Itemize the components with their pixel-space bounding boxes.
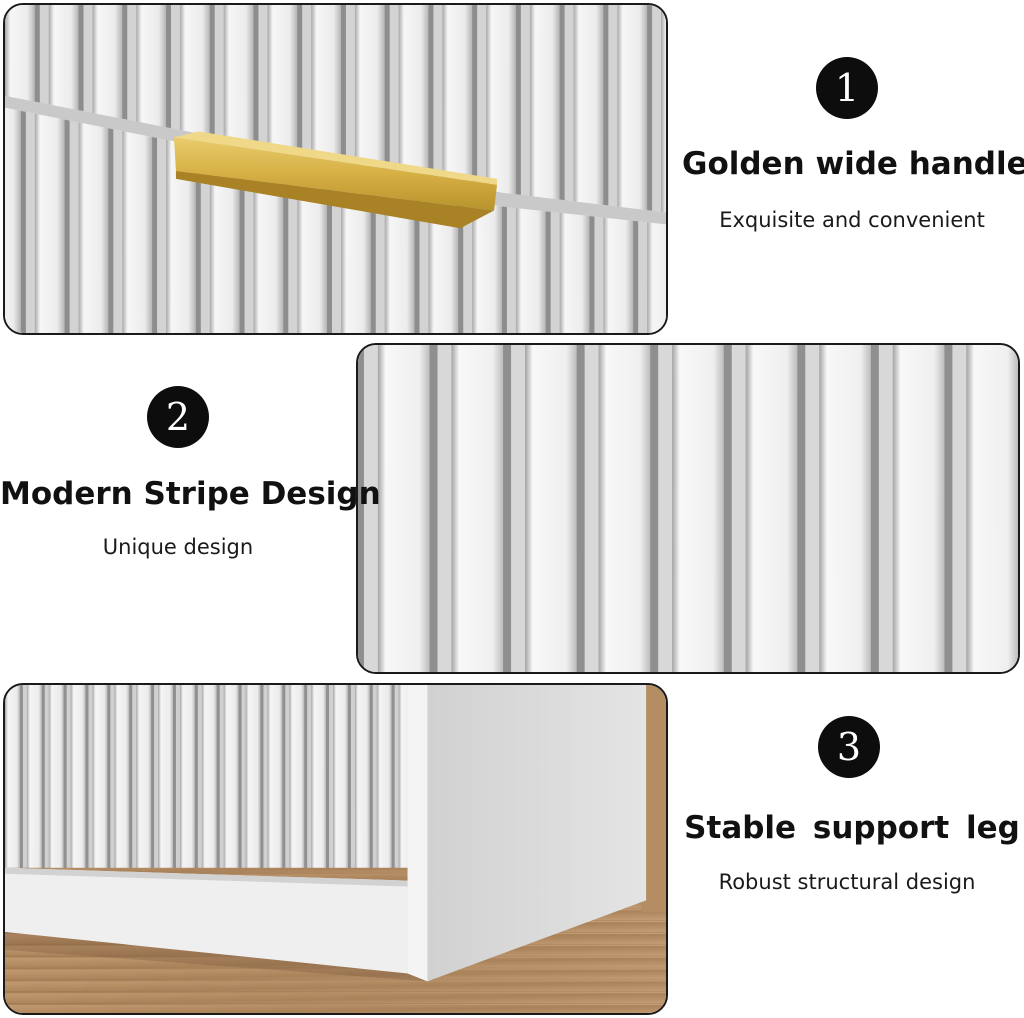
support-leg-closeup-image bbox=[3, 683, 668, 1015]
feature-subtitle-1: Exquisite and convenient bbox=[719, 208, 985, 232]
feature-number-badge-1: 1 bbox=[816, 57, 878, 119]
feature-subtitle-2: Unique design bbox=[102, 535, 254, 559]
feature-number-badge-2: 2 bbox=[147, 386, 209, 448]
feature-title-3: Stable support leg bbox=[684, 810, 1020, 846]
stripe-design-closeup-image bbox=[356, 343, 1020, 674]
feature-title-2: Modern Stripe Design bbox=[0, 476, 381, 512]
handle-closeup-image bbox=[3, 3, 668, 335]
feature-number-badge-3: 3 bbox=[818, 716, 880, 778]
feature-title-1: Golden wide handle bbox=[682, 146, 1024, 182]
feature-subtitle-3: Robust structural design bbox=[718, 870, 976, 894]
